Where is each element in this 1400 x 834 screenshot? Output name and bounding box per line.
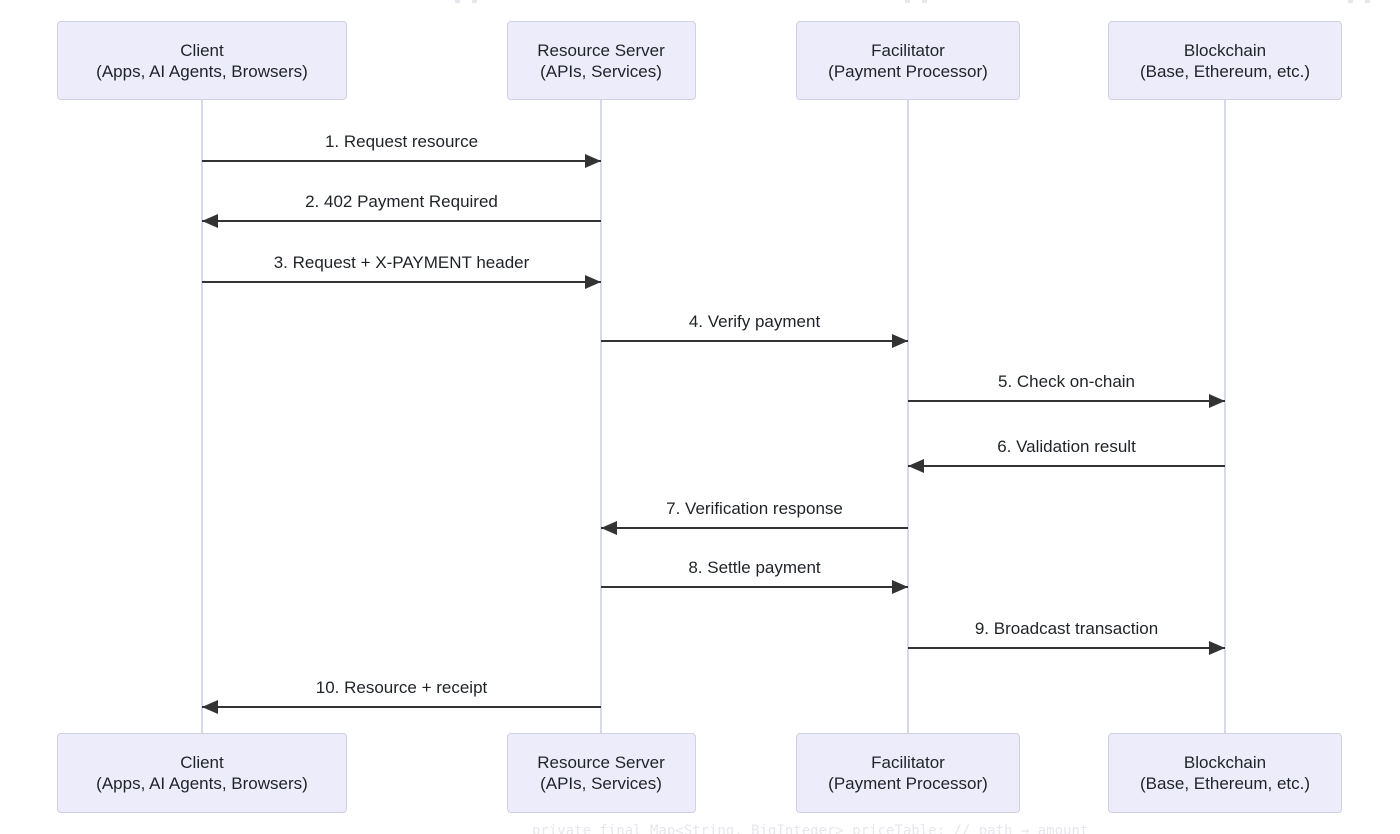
message-arrow-line [908,400,1225,402]
actor-name: Resource Server [537,40,665,60]
message-arrow-line [202,706,601,708]
clipped-code-line: private final Map<String, BigInteger> pr… [532,823,1088,834]
actor-detail: (Payment Processor) [828,774,988,793]
actor-detail: (Payment Processor) [828,61,988,81]
clipped-text-fragment [472,0,477,3]
message-label: 6. Validation result [997,437,1136,456]
actor-name: Resource Server [537,753,665,772]
message-arrow-line [601,340,908,342]
actor-detail: (Apps, AI Agents, Browsers) [96,774,308,793]
message-label: 7. Verification response [666,499,843,518]
actor-detail: (Base, Ethereum, etc.) [1139,61,1311,81]
message-arrow-line [601,527,908,529]
actor-box-client-top: Client(Apps, AI Agents, Browsers) [57,21,347,100]
clipped-text-fragment [922,0,927,3]
message-label: 5. Check on-chain [997,372,1136,391]
message-arrowhead-icon [1209,394,1225,408]
message-arrow-line [601,586,908,588]
lifeline-resource-server [600,100,602,733]
message-arrow-line [908,465,1225,467]
actor-name: Blockchain [1183,753,1267,772]
actor-name: Facilitator [871,753,945,772]
clipped-code-text: private final Map<String, BigInteger> pr… [532,823,1089,834]
actor-detail: (Apps, AI Agents, Browsers) [96,61,308,81]
clipped-text-fragment [455,0,460,3]
lifeline-client [201,100,203,733]
message-label: 2. 402 Payment Required [305,192,498,211]
message-arrowhead-icon [202,700,218,714]
clipped-text-fragment [1348,0,1353,3]
message-label: 1. Request resource [324,132,479,151]
message-arrow-line [202,220,601,222]
actor-box-resource-server-top: Resource Server(APIs, Services) [506,21,696,100]
actor-name: Blockchain [1183,40,1267,60]
actor-box-resource-server-bottom: Resource Server (APIs, Services) [506,733,696,813]
lifeline-facilitator [907,100,909,733]
actor-box-client-bottom: Client (Apps, AI Agents, Browsers) [57,733,347,813]
actor-box-facilitator-bottom: Facilitator (Payment Processor) [796,733,1020,813]
message-arrowhead-icon [585,275,601,289]
message-arrowhead-icon [1209,641,1225,655]
actor-detail: (APIs, Services) [540,61,662,81]
message-label: 4. Verify payment [688,312,821,331]
clipped-text-fragment [905,0,910,3]
message-label: 8. Settle payment [688,558,821,577]
actor-detail: (APIs, Services) [540,774,662,793]
actor-name: Client [180,40,224,60]
message-arrow-line [908,647,1225,649]
actor-box-facilitator-top: Facilitator(Payment Processor) [796,21,1020,100]
message-arrow-line [202,160,601,162]
actor-box-blockchain-bottom: Blockchain (Base, Ethereum, etc.) [1108,733,1342,813]
message-arrowhead-icon [601,521,617,535]
message-arrowhead-icon [908,459,924,473]
lifeline-blockchain [1224,100,1226,733]
message-arrow-line [202,281,601,283]
actor-name: Facilitator [871,40,945,60]
actor-detail: (Base, Ethereum, etc.) [1139,774,1311,793]
actor-name: Client [180,753,224,772]
message-arrowhead-icon [892,334,908,348]
message-label: 9. Broadcast transaction [974,619,1159,638]
message-arrowhead-icon [892,580,908,594]
actor-box-blockchain-top: Blockchain(Base, Ethereum, etc.) [1108,21,1342,100]
message-label: 10. Resource + receipt [315,678,488,697]
message-label: 3. Request + X-PAYMENT header [273,253,530,272]
message-arrowhead-icon [202,214,218,228]
clipped-text-fragment [1365,0,1370,3]
message-arrowhead-icon [585,154,601,168]
